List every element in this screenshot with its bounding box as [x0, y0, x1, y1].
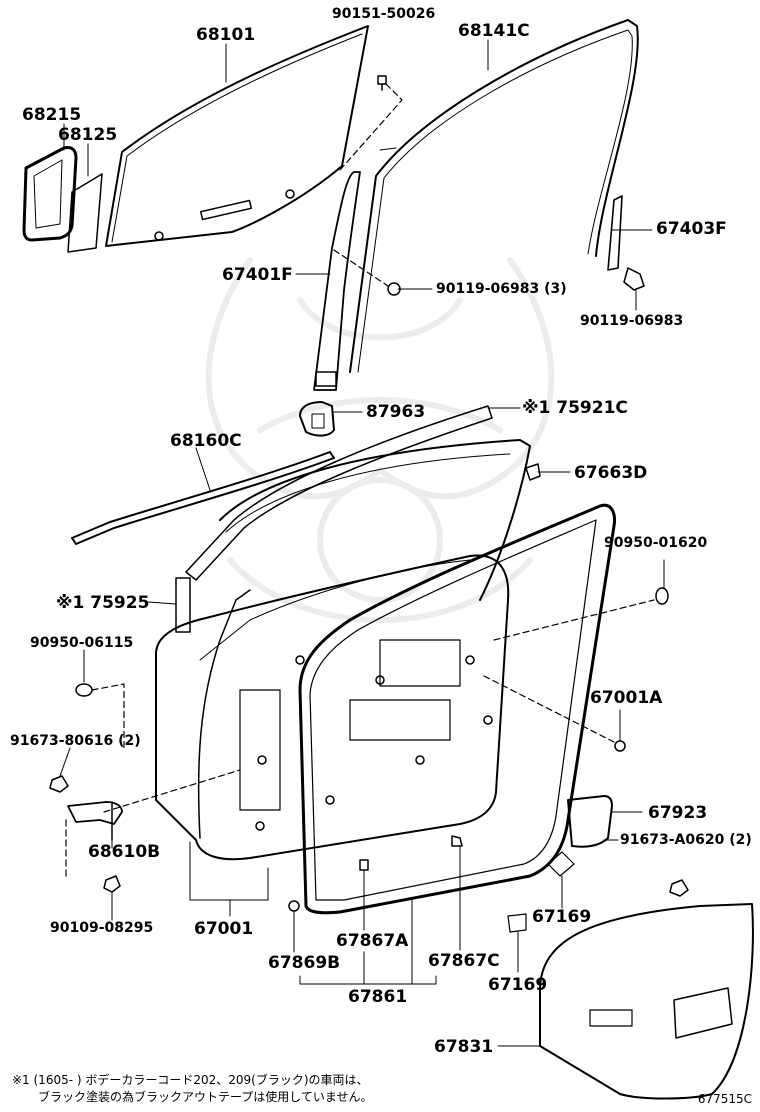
run-channel-67401f [313, 171, 361, 391]
trim-board-67831 [539, 903, 754, 1100]
label-90119-06983-3: 90119-06983 (3) [436, 281, 567, 297]
label-67001: 67001 [194, 919, 254, 939]
weatherstrip-67861 [298, 503, 616, 915]
diagram-code: 677515C [697, 1092, 752, 1106]
bolt-67001a [614, 740, 626, 752]
tape-75921c [185, 405, 493, 581]
label-67867a: 67867A [336, 931, 409, 951]
leader-lines [59, 39, 665, 1047]
label-67923: 67923 [648, 803, 708, 823]
label-67169-lower: 67169 [488, 975, 548, 995]
label-90151-50026: 90151-50026 [332, 6, 436, 22]
label-67401f: 67401F [222, 265, 293, 285]
label-87963: 87963 [366, 402, 426, 422]
bolt-90119-06983 [623, 267, 645, 291]
footnote-line-2: ブラック塗装の為ブラックアウトテープは使用していません。 [38, 1090, 373, 1104]
bolt-91673-a0620 [669, 879, 689, 897]
label-68215: 68215 [22, 105, 82, 125]
tape-75925 [175, 577, 191, 633]
label-91673-80616-2: 91673-80616 (2) [10, 733, 141, 749]
label-68610b: 68610B [88, 842, 161, 862]
cap-87963 [299, 401, 335, 437]
clip-90151-50026 [377, 75, 387, 91]
footnote-line-1: ※1 (1605- ) ボデーカラーコード202、209(ブラック)の車両は、 [12, 1073, 369, 1087]
label-90950-06115: 90950-06115 [30, 635, 134, 651]
label-67869b: 67869B [268, 953, 341, 973]
pad-67169-lower [507, 913, 527, 933]
check-68610b [67, 801, 123, 841]
clip-67663d [525, 463, 541, 481]
label-68141c: 68141C [458, 21, 530, 41]
clip-67867a [359, 859, 369, 871]
door-panel-67001 [155, 439, 531, 861]
label-68101: 68101 [196, 25, 256, 45]
label-90950-01620: 90950-01620 [604, 535, 708, 551]
label-67867c: 67867C [428, 951, 500, 971]
label-68160c: 68160C [170, 431, 242, 451]
bolt-90109-08295 [103, 875, 121, 893]
label-67861: 67861 [348, 987, 408, 1007]
label-67403f: 67403F [656, 219, 727, 239]
plug-90950-06115 [75, 683, 93, 697]
pad-67169-upper [547, 851, 575, 877]
cover-67923 [567, 795, 613, 848]
door-glass-68101 [105, 25, 369, 247]
label-67001a: 67001A [590, 688, 663, 708]
bolt-91673-80616 [49, 775, 69, 793]
label-67831: 67831 [434, 1037, 494, 1057]
clip-67869b [288, 900, 300, 912]
weatherstrip-68160c [71, 451, 335, 545]
plug-90950-01620 [655, 587, 669, 605]
label-67663d: 67663D [574, 463, 648, 483]
label-67169-upper: 67169 [532, 907, 592, 927]
frame-moulding-68141c [349, 19, 639, 373]
clip-67867c [451, 835, 463, 847]
seal-68215 [22, 146, 78, 242]
watermark-logo [205, 257, 555, 623]
label-75921c: ※1 75921C [522, 398, 628, 418]
pad-68125 [67, 173, 103, 253]
channel-67403f [607, 195, 623, 271]
label-90119-06983: 90119-06983 [580, 313, 684, 329]
label-91673-a0620-2: 91673-A0620 (2) [620, 832, 752, 848]
label-90109-08295: 90109-08295 [50, 920, 154, 936]
label-75925: ※1 75925 [56, 593, 150, 613]
label-68125: 68125 [58, 125, 118, 145]
